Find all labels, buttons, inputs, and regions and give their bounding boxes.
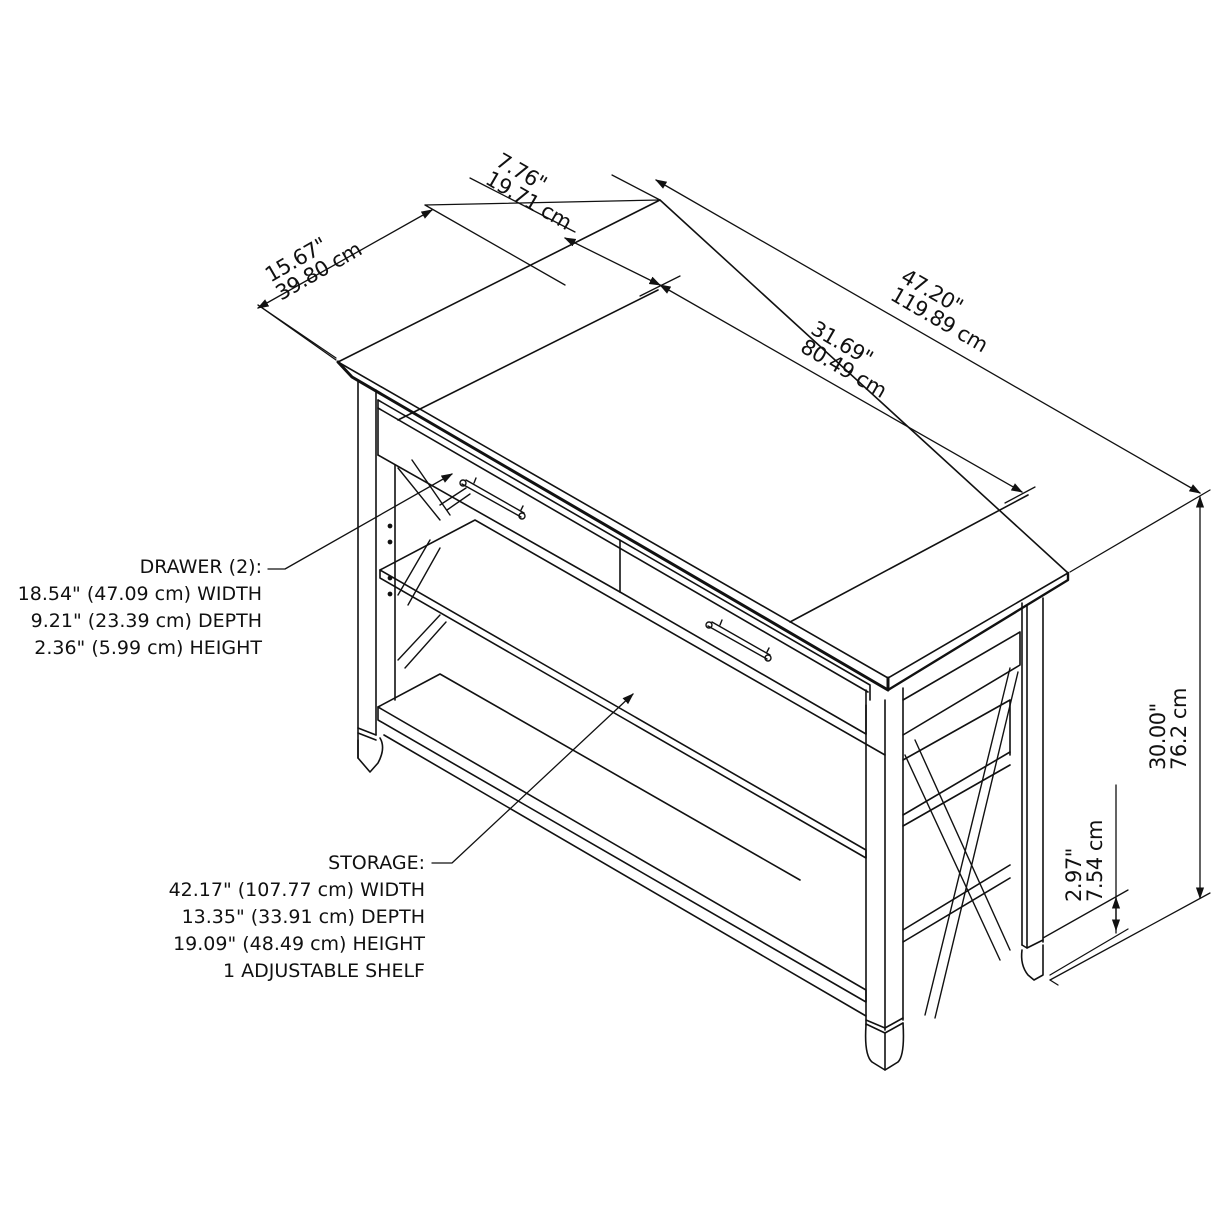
storage-callout-depth: 13.35" (33.91 cm) DEPTH [181, 906, 425, 928]
x-brace-left [397, 459, 471, 669]
storage-callout: STORAGE: 42.17" (107.77 cm) WIDTH 13.35"… [169, 850, 425, 985]
bottom-shelf [377, 673, 867, 1017]
dimension-overall-width [654, 179, 1211, 573]
drawer-callout-height: 2.36" (5.99 cm) HEIGHT [34, 637, 262, 659]
leg-back-right [1020, 597, 1044, 981]
storage-callout-height: 19.09" (48.49 cm) HEIGHT [173, 933, 425, 955]
drawer-callout-width: 18.54" (47.09 cm) WIDTH [17, 583, 262, 605]
storage-callout-leader [431, 693, 634, 864]
dimension-floor-clearance-label: 2.97" 7.54 cm [1062, 820, 1107, 902]
dimension-overall-height [1049, 495, 1211, 986]
x-brace-right [904, 667, 1019, 1019]
drawer-callout-leader [267, 473, 454, 570]
storage-callout-shelf: 1 ADJUSTABLE SHELF [223, 960, 425, 982]
drawer-handle-left [459, 477, 526, 520]
dimension-side-width [469, 174, 662, 286]
dimension-overall-height-label: 30.00" 76.2 cm [1146, 688, 1191, 770]
drawer-callout: DRAWER (2): 18.54" (47.09 cm) WIDTH 9.21… [18, 554, 262, 662]
drawer-callout-title: DRAWER (2): [139, 556, 262, 578]
leg-front-right [864, 687, 905, 1071]
side-panel-right [902, 631, 1021, 943]
dimension-floor-clearance [1042, 784, 1129, 976]
storage-callout-width: 42.17" (107.77 cm) WIDTH [168, 879, 425, 901]
drawer-handle-right [705, 619, 772, 662]
storage-callout-title: STORAGE: [328, 852, 425, 874]
drawer-callout-depth: 9.21" (23.39 cm) DEPTH [30, 610, 262, 632]
leg-front-left [357, 381, 396, 773]
